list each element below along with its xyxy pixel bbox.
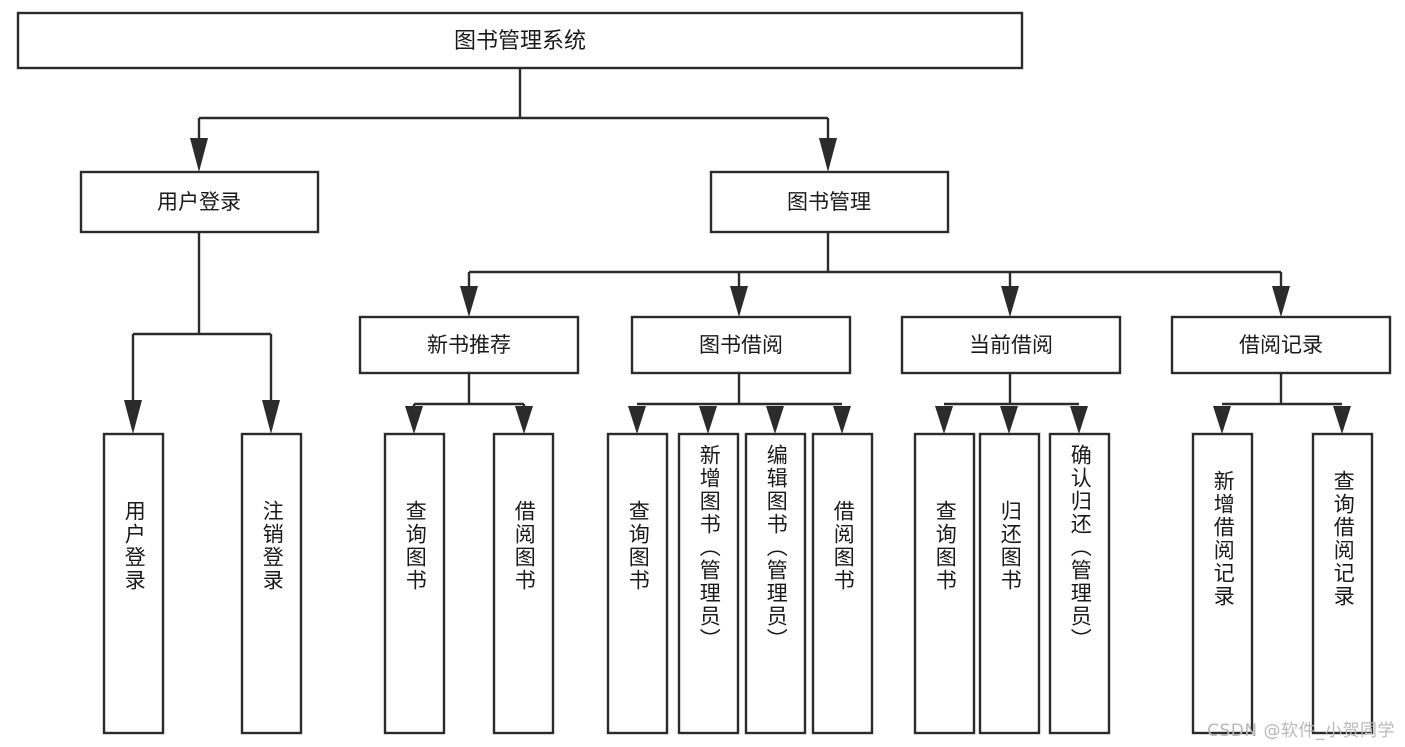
arrow-currentborrow-to-leaf3 xyxy=(1070,406,1088,434)
arrow-userlogin-to-leaf1 xyxy=(124,400,142,434)
node-borrow-record-label: 借阅记录 xyxy=(1239,333,1323,357)
arrow-root-to-user-login xyxy=(190,138,208,172)
arrow-root-to-book-manage xyxy=(819,138,837,172)
node-leaf-query-book-3[interactable] xyxy=(913,432,976,735)
nodes-group: 图书管理系统 用户登录 图书管理 新书推荐 图书借阅 当前 xyxy=(16,11,1392,735)
node-leaf-user-logout[interactable] xyxy=(240,432,303,735)
arrow-bookborrow-to-leaf3 xyxy=(766,406,784,434)
node-root-label: 图书管理系统 xyxy=(454,29,586,54)
node-leaf-confirm-return[interactable] xyxy=(1048,432,1111,735)
arrow-borrowrecord-to-leaf1 xyxy=(1213,406,1231,434)
node-current-borrow-label: 当前借阅 xyxy=(969,333,1053,357)
arrow-bookmanage-to-newbook xyxy=(460,286,478,317)
node-current-borrow[interactable]: 当前借阅 xyxy=(900,315,1122,375)
node-new-book-recommend-label: 新书推荐 xyxy=(427,333,511,357)
node-leaf-edit-book[interactable] xyxy=(744,432,807,735)
node-leaf-user-login[interactable] xyxy=(102,432,165,735)
node-user-login-label: 用户登录 xyxy=(157,190,241,214)
edges-group xyxy=(124,68,1351,434)
arrow-userlogin-to-leaf2 xyxy=(262,400,280,434)
node-leaf-borrow-book-1[interactable] xyxy=(492,432,555,735)
node-root[interactable]: 图书管理系统 xyxy=(16,11,1024,70)
node-leaf-query-record[interactable] xyxy=(1311,432,1374,735)
node-book-borrow-label: 图书借阅 xyxy=(699,333,783,357)
node-leaf-borrow-book-2[interactable] xyxy=(811,432,874,735)
node-leaf-query-book-1[interactable] xyxy=(383,432,446,735)
arrow-bookmanage-to-bookborrow xyxy=(730,286,748,317)
node-book-manage-label: 图书管理 xyxy=(787,190,871,214)
arrow-bookmanage-to-borrowrecord xyxy=(1272,286,1290,317)
csdn-watermark: CSDN @软件_小贺同学 xyxy=(1207,721,1395,741)
arrow-currentborrow-to-leaf1 xyxy=(935,406,953,434)
arrow-borrowrecord-to-leaf2 xyxy=(1333,406,1351,434)
arrow-bookborrow-to-leaf4 xyxy=(833,406,851,434)
node-leaf-return-book[interactable] xyxy=(978,432,1041,735)
node-new-book-recommend[interactable]: 新书推荐 xyxy=(358,315,580,375)
node-book-manage[interactable]: 图书管理 xyxy=(709,170,950,234)
arrow-bookmanage-to-currentborrow xyxy=(1001,286,1019,317)
arrow-bookborrow-to-leaf1 xyxy=(628,406,646,434)
node-book-borrow[interactable]: 图书借阅 xyxy=(630,315,852,375)
node-leaf-query-book-2[interactable] xyxy=(606,432,669,735)
arrow-bookborrow-to-leaf2 xyxy=(699,406,717,434)
node-leaf-add-record[interactable] xyxy=(1191,432,1254,735)
arrow-currentborrow-to-leaf2 xyxy=(1000,406,1018,434)
node-borrow-record[interactable]: 借阅记录 xyxy=(1170,315,1392,375)
arrow-newbook-to-leaf1 xyxy=(405,406,423,434)
node-user-login[interactable]: 用户登录 xyxy=(79,170,320,234)
node-leaf-add-book[interactable] xyxy=(677,432,740,735)
arrow-newbook-to-leaf2 xyxy=(515,406,533,434)
